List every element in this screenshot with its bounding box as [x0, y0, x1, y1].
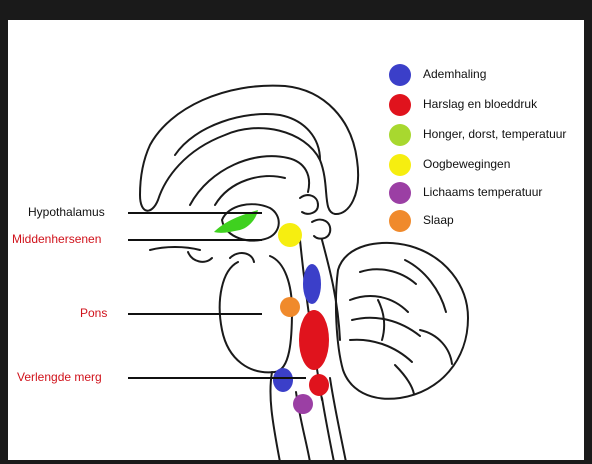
- marker-red-harslag-pons: [299, 310, 329, 370]
- cerebellum-fold-4: [360, 269, 416, 284]
- legend-label-oogbewegingen: Oogbewegingen: [423, 157, 510, 171]
- fornix-curve: [190, 156, 309, 205]
- label-pons: Pons: [80, 306, 107, 320]
- marker-red-harslag-medulla: [309, 374, 329, 396]
- legend-dot-honger: [389, 124, 411, 146]
- pituitary-stalk: [188, 252, 212, 262]
- legend-label-harslag: Harslag en bloeddruk: [423, 97, 537, 111]
- cerebellum-fold-5: [405, 260, 446, 312]
- cerebellum-fold-8: [395, 365, 414, 394]
- cerebellum-fold-2: [352, 318, 420, 336]
- marker-orange-slaap: [280, 297, 300, 317]
- ventricle-curve: [215, 176, 285, 205]
- mammillary-body: [230, 253, 254, 262]
- legend-label-ademhaling: Ademhaling: [423, 67, 486, 81]
- legend-dot-lichaamstemperatuur: [389, 182, 411, 204]
- legend-dot-slaap: [389, 210, 411, 232]
- legend-dot-ademhaling: [389, 64, 411, 86]
- corpus-callosum-outer: [140, 86, 358, 214]
- legend-dot-harslag: [389, 94, 411, 116]
- marker-blue-ademhaling-medulla: [273, 368, 293, 392]
- marker-blue-ademhaling-pons: [303, 264, 321, 304]
- legend-label-lichaamstemperatuur: Lichaams temperatuur: [423, 185, 542, 199]
- cerebellum-fold-3: [350, 340, 412, 362]
- label-verlengde-merg: Verlengde merg: [17, 370, 102, 384]
- legend-dot-oogbewegingen: [389, 154, 411, 176]
- optic-chiasm: [150, 247, 200, 250]
- cerebellum-fold-7: [378, 300, 384, 340]
- marker-yellow-oogbewegingen: [278, 223, 302, 247]
- cerebellum-outline: [336, 243, 468, 399]
- legend-label-honger: Honger, dorst, temperatuur: [423, 127, 566, 141]
- label-hypothalamus: Hypothalamus: [28, 205, 105, 219]
- marker-purple-lichaamstemperatuur: [293, 394, 313, 414]
- colliculi-outline: [312, 220, 330, 239]
- pineal-outline: [300, 195, 318, 214]
- cerebellum-fold-6: [420, 330, 452, 364]
- legend-label-slaap: Slaap: [423, 213, 454, 227]
- label-middenhersenen: Middenhersenen: [12, 232, 101, 246]
- spinal-cord-back: [322, 398, 334, 462]
